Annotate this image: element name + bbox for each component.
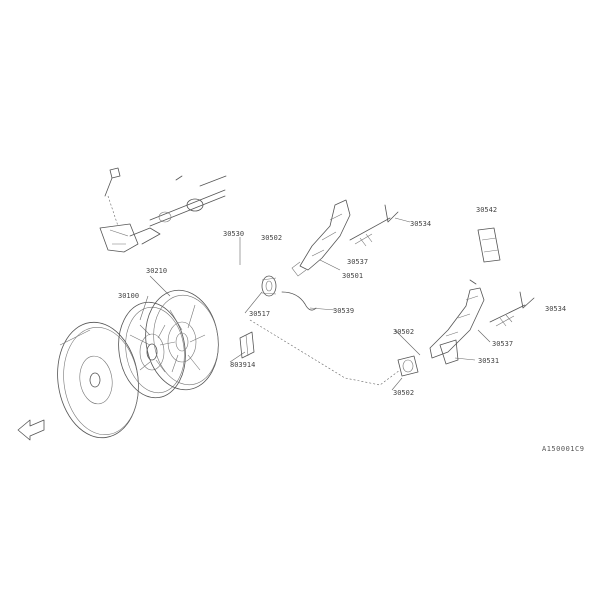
release-rod-upper <box>349 204 399 247</box>
release-rod-lower <box>489 291 535 327</box>
label-30502: 30502 <box>261 234 282 242</box>
label-30542: 30542 <box>476 206 497 214</box>
figure-code: A150001C9 <box>542 445 584 453</box>
label-30539: 30539 <box>333 307 354 315</box>
clutch-disc <box>118 301 186 399</box>
release-bearing-lower <box>397 355 419 377</box>
bolt-803914 <box>239 331 255 359</box>
flywheel <box>57 321 151 439</box>
clutch-cover <box>145 289 219 391</box>
release-fork-lower <box>429 279 485 365</box>
label-30530: 30530 <box>223 230 244 238</box>
label-30534-lower: 30534 <box>545 305 566 313</box>
label-30537-lower: 30537 <box>492 340 513 348</box>
release-fork-upper <box>291 199 351 277</box>
label-30534: 30534 <box>410 220 431 228</box>
label-30537: 30537 <box>347 258 368 266</box>
release-bearing <box>261 275 277 297</box>
boot-30542 <box>477 227 501 263</box>
label-30517: 30517 <box>249 310 270 318</box>
front-arrow-icon <box>17 419 45 441</box>
reference-lines <box>107 195 401 386</box>
label-30100: 30100 <box>118 292 139 300</box>
label-30210: 30210 <box>146 267 167 275</box>
label-30531: 30531 <box>478 357 499 365</box>
label-30502-lower: 30502 <box>393 328 414 336</box>
leader-lines <box>139 217 491 391</box>
label-803914: 803914 <box>230 361 255 369</box>
operating-cylinder <box>99 167 227 253</box>
clip-30539 <box>281 291 317 311</box>
label-30502-bottom: 30502 <box>393 389 414 397</box>
label-30501: 30501 <box>342 272 363 280</box>
